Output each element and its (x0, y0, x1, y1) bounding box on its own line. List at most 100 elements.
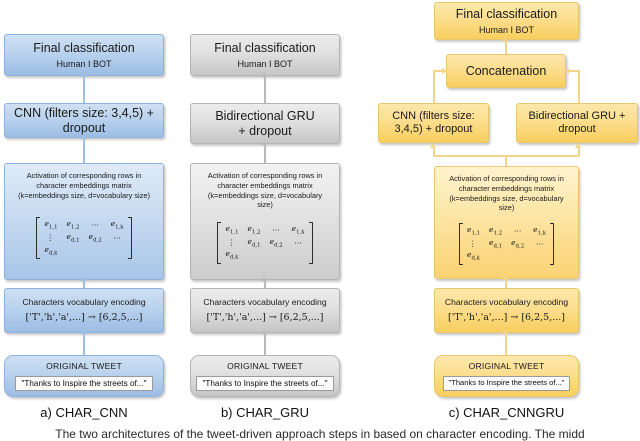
char-cnn-original-tweet-box: ORIGINAL TWEET "Thanks to Inspire the st… (4, 355, 164, 397)
char-cnngru-arrow-encoding-to-activation (502, 275, 509, 280)
matrix-cell: ed,1 (247, 236, 261, 249)
matrix-cell: ed,2 (269, 236, 283, 249)
char-cnngru-connector-activation-riser (505, 155, 507, 167)
final-classification-title: Final classification (33, 40, 135, 55)
matrix-left-bracket (217, 221, 222, 265)
final-classification-title: Final classification (214, 40, 316, 55)
char-cnngru-arrow-tweet-to-encoding (502, 329, 509, 334)
char-cnn-arrow-activation-to-model (80, 134, 87, 139)
char-gru-arrow-activation-to-model (261, 140, 268, 145)
final-classification-subtitle: Human I BOT (237, 58, 293, 69)
char-cnngru-activation-box: Activation of corresponding rows in char… (434, 166, 579, 279)
caption-char-cnngru: c) CHAR_CNNGRU (448, 405, 565, 420)
char-cnngru-connector-cnn-to-concat (433, 70, 447, 72)
matrix-cell: e1,k (291, 223, 305, 236)
caption-char-cnn: a) CHAR_CNN (40, 405, 128, 420)
matrix-cell: e1,1 (44, 218, 58, 231)
matrix-vdots: ⋮ (227, 237, 235, 247)
matrix-ellipsis: ⋯ (294, 237, 302, 247)
matrix-cell: ed,1 (489, 237, 503, 250)
char-cnngru-encoding-title: Characters vocabulary encoding (444, 297, 569, 308)
matrix-right-bracket (550, 222, 555, 266)
final-classification-subtitle: Human I BOT (478, 24, 534, 35)
char-cnn-connector-tweet-to-encoding (83, 333, 85, 358)
char-cnngru-connector-split-bus (433, 155, 579, 157)
matrix-cell: e1,k (533, 224, 547, 237)
char-cnn-activation-caption: Activation of corresponding rows in char… (18, 171, 150, 200)
matrix-cell: e1,2 (489, 224, 503, 237)
char-cnngru-gru-box: Bidirectional GRU + dropout (516, 103, 638, 143)
char-cnn-tweet-title: ORIGINAL TWEET (46, 360, 122, 371)
char-gru-model-title: Bidirectional GRU (215, 108, 315, 123)
char-cnngru-concat-title: Concatenation (465, 63, 547, 78)
char-gru-model-title2: + dropout (238, 123, 292, 138)
char-gru-activation-caption: Activation of corresponding rows in char… (207, 171, 323, 210)
matrix-cell: e1,1 (466, 224, 481, 237)
char-cnn-encoding-box: Characters vocabulary encoding ['T','h',… (4, 288, 164, 333)
char-gru-tweet-title: ORIGINAL TWEET (227, 360, 303, 371)
char-cnngru-original-tweet-box: ORIGINAL TWEET "Thanks to Inspire the st… (434, 355, 579, 397)
matrix-cell: ed,2 (511, 237, 525, 250)
matrix-right-bracket (127, 216, 132, 260)
matrix-cell: ed,k (44, 244, 58, 257)
matrix-vdots: ⋮ (468, 238, 477, 248)
char-gru-embedding-matrix: e1,1 e1,2 ⋯ e1,k ⋮ ed,1 ed,2 ⋯ ed,k (217, 221, 313, 265)
char-gru-encoding-box: Characters vocabulary encoding ['T','h',… (190, 288, 340, 333)
char-cnn-encoding-title: Characters vocabulary encoding (22, 297, 146, 308)
char-cnngru-connector-concat-to-final (505, 40, 507, 56)
char-cnn-encoding-math: ['T','h','a',...] → [6,2,5,...] (25, 312, 143, 324)
char-cnngru-cnn-box: CNN (filters size: 3,4,5) + dropout (378, 103, 489, 143)
char-gru-activation-box: Activation of corresponding rows in char… (190, 163, 340, 280)
char-gru-connector-activation-to-model (264, 144, 266, 163)
char-cnngru-arrow-gru-to-concat (564, 68, 569, 74)
matrix-left-bracket (36, 216, 41, 260)
char-cnngru-arrow-bus-to-cnn (430, 143, 437, 148)
char-gru-arrow-model-to-final (261, 72, 268, 77)
matrix-right-bracket (308, 221, 313, 265)
matrix-ellipsis: ⋯ (113, 232, 121, 242)
matrix-ellipsis: ⋯ (535, 238, 544, 248)
matrix-cell: e1,2 (66, 218, 80, 231)
matrix-cell: ed,1 (66, 231, 80, 244)
char-cnn-tweet-text: "Thanks to Inspire the streets of..." (15, 375, 153, 392)
char-cnngru-connector-bus-to-gru (578, 148, 580, 156)
char-cnngru-connector-cnn-up (433, 71, 435, 103)
char-gru-original-tweet-box: ORIGINAL TWEET "Thanks to Inspire the st… (190, 355, 340, 397)
final-classification-title: Final classification (455, 6, 558, 21)
char-gru-final-classification-box: Final classification Human I BOT (190, 34, 340, 76)
char-gru-encoding-math: ['T','h','a',...] → [6,2,5,...] (206, 312, 324, 324)
char-cnn-final-classification-box: Final classification Human I BOT (4, 34, 164, 76)
matrix-left-bracket (458, 222, 463, 266)
char-cnngru-encoding-box: Characters vocabulary encoding ['T','h',… (434, 288, 579, 333)
char-cnn-connector-model-to-final (83, 76, 85, 103)
char-cnngru-connector-bus-to-cnn (433, 148, 435, 156)
char-cnngru-connector-tweet-to-encoding (505, 333, 507, 358)
char-cnngru-final-classification-box: Final classification Human I BOT (434, 2, 579, 40)
matrix-cell: ed,k (467, 250, 480, 262)
char-cnn-model-box: CNN (filters size: 3,4,5) + dropout (4, 103, 164, 138)
matrix-vdots: ⋮ (46, 232, 54, 242)
char-cnngru-concatenation-box: Concatenation (446, 54, 566, 88)
char-gru-arrow-encoding-to-activation (261, 276, 268, 281)
char-cnn-arrow-encoding-to-activation (80, 276, 87, 281)
char-gru-tweet-text: "Thanks to Inspire the streets of..." (196, 375, 334, 392)
matrix-cell: e1,1 (225, 223, 239, 236)
char-cnngru-connector-gru-to-concat (566, 70, 580, 72)
figure-caption-fragment: The two architectures of the tweet-drive… (55, 427, 585, 441)
char-cnn-model-title: CNN (filters size: 3,4,5) + dropout (14, 105, 154, 135)
char-cnn-activation-box: Activation of corresponding rows in char… (4, 163, 164, 280)
char-cnn-embedding-matrix: e1,1 e1,2 ⋯ e1,k ⋮ ed,1 ed,2 ⋯ ed,k (36, 216, 132, 260)
matrix-cell: e1,2 (247, 223, 261, 236)
char-cnngru-arrow-bus-to-gru (575, 143, 582, 148)
char-cnngru-arrow-cnn-to-concat (442, 68, 447, 74)
char-cnngru-arrow-concat-to-final (502, 37, 509, 42)
char-gru-arrow-tweet-to-encoding (261, 329, 268, 334)
char-cnngru-embedding-matrix: e1,1 e1,2 ⋯ e1,k ⋮ ed,1 ed,2 ⋯ ed,k (458, 222, 555, 266)
char-cnngru-cnn-title: CNN (filters size: 3,4,5) + dropout (392, 110, 475, 135)
char-gru-model-box: Bidirectional GRU + dropout (190, 103, 340, 144)
char-cnngru-gru-title: Bidirectional GRU + dropout (528, 110, 626, 135)
matrix-cell: ed,2 (88, 231, 102, 244)
matrix-cell: e1,k (110, 218, 124, 231)
matrix-ellipsis: ⋯ (272, 224, 280, 234)
char-gru-connector-tweet-to-encoding (264, 333, 266, 358)
